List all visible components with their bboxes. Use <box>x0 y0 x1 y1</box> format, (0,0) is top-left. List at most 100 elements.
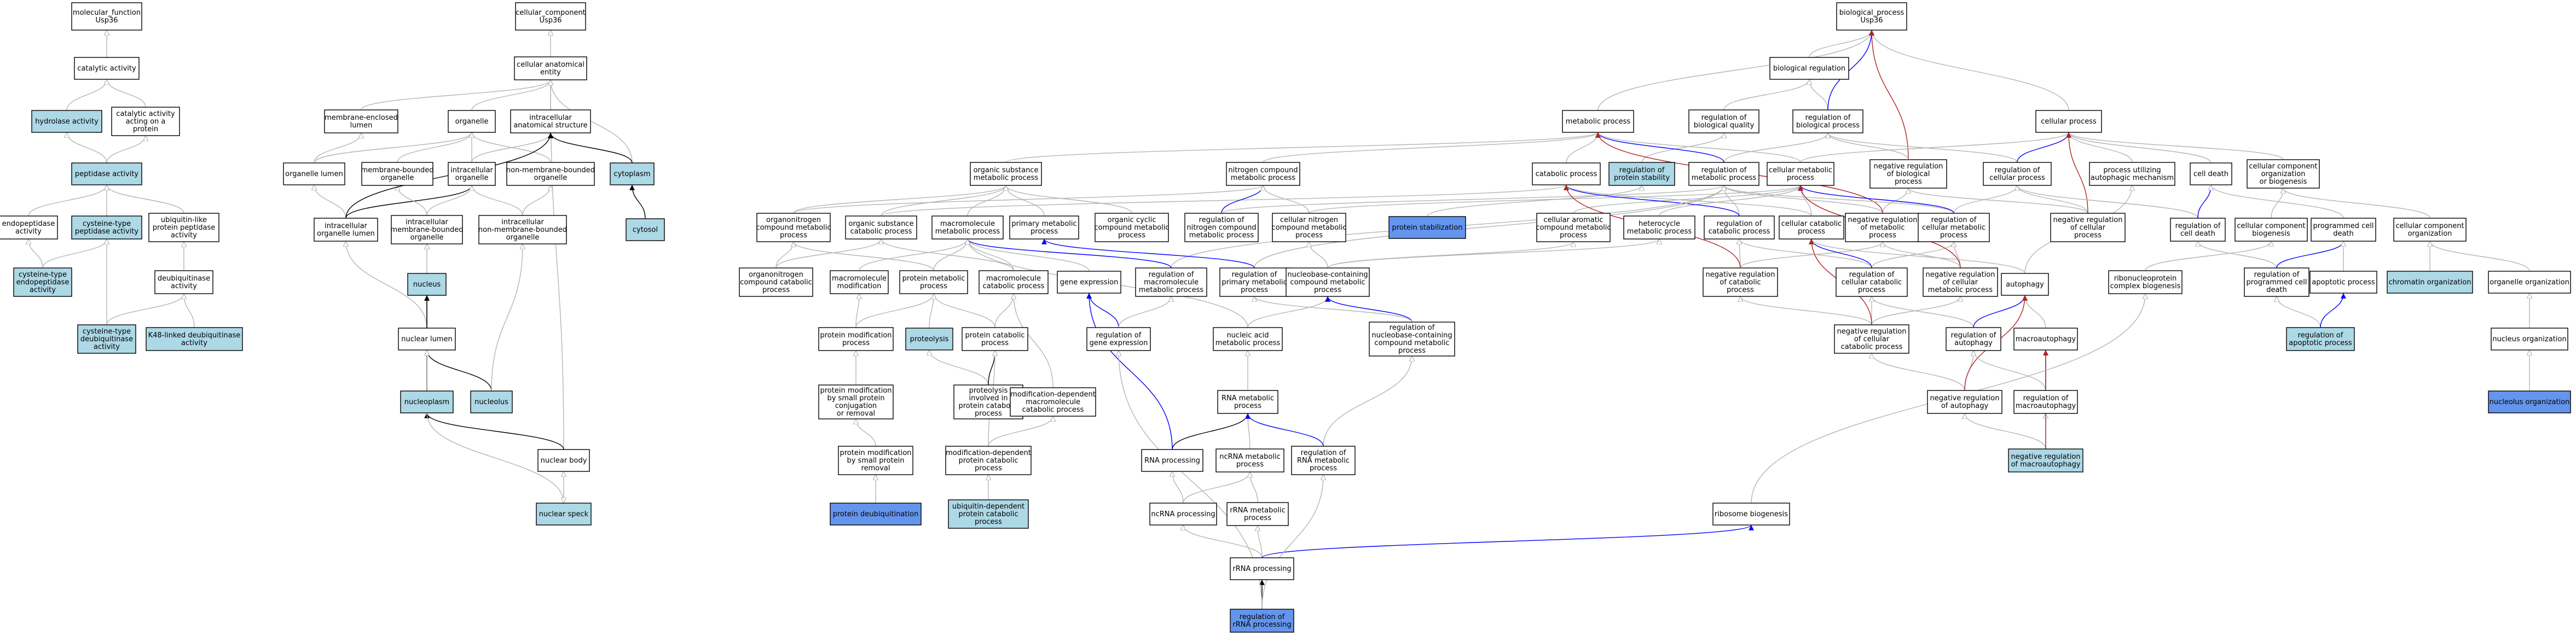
go-term-ncrnap[interactable]: ncRNA processing <box>1149 503 1217 526</box>
go-term-norgshaded[interactable]: nucleolus organization <box>2488 390 2571 413</box>
go-term-hydro[interactable]: hydrolase activity <box>31 110 102 133</box>
go-term-pdeub[interactable]: protein deubiquitination <box>830 503 922 526</box>
go-term-pept[interactable]: peptidase activity <box>71 162 142 185</box>
go-term-norg[interactable]: nucleus organization <box>2491 328 2568 351</box>
go-term-gexp[interactable]: gene expression <box>1057 271 1121 294</box>
go-term-met[interactable]: metabolic process <box>1562 110 1634 133</box>
go-term-cdeath[interactable]: cell death <box>2190 162 2232 185</box>
go-term-nucleus[interactable]: nucleus <box>407 273 447 296</box>
go-term-nspeck[interactable]: nuclear speck <box>536 503 592 526</box>
go-term-orgorg[interactable]: organelle organization <box>2488 271 2571 294</box>
go-term-corg[interactable]: chromatin organization <box>2387 271 2473 294</box>
go-term-rnap[interactable]: RNA processing <box>1141 449 1203 472</box>
go-term-cellp[interactable]: cellular process <box>2035 110 2102 133</box>
go-term-cytosol[interactable]: cytosol <box>626 218 665 241</box>
go-term-ncl[interactable]: nucleolus <box>470 390 513 413</box>
go-term-pstab[interactable]: protein stabilization <box>1388 216 1466 239</box>
go-term-cyto[interactable]: cytoplasm <box>610 162 655 185</box>
go-term-rnbcmp[interactable]: regulation ofnucleobase-containingcompou… <box>1369 322 1455 357</box>
go-term-mdmc[interactable]: modification-dependentmacromoleculecatab… <box>1010 387 1096 417</box>
go-term-rrnap[interactable]: rRNA processing <box>1230 557 1294 580</box>
go-term-npl[interactable]: nucleoplasm <box>400 390 454 413</box>
go-term-catab[interactable]: catabolic process <box>1532 162 1601 185</box>
go-term-cat[interactable]: catalytic activity <box>74 57 140 80</box>
go-term-apop[interactable]: apoptotic process <box>2309 271 2377 294</box>
go-term-inmbo[interactable]: intracellularnon-membrane-boundedorganel… <box>478 215 567 244</box>
go-term-nlumen[interactable]: nuclear lumen <box>398 328 456 351</box>
go-term-orgl[interactable]: organelle lumen <box>283 162 345 185</box>
go-term-autoph[interactable]: autophagy <box>2001 273 2049 296</box>
go-term-ribobio[interactable]: ribosome biogenesis <box>1712 503 1790 526</box>
